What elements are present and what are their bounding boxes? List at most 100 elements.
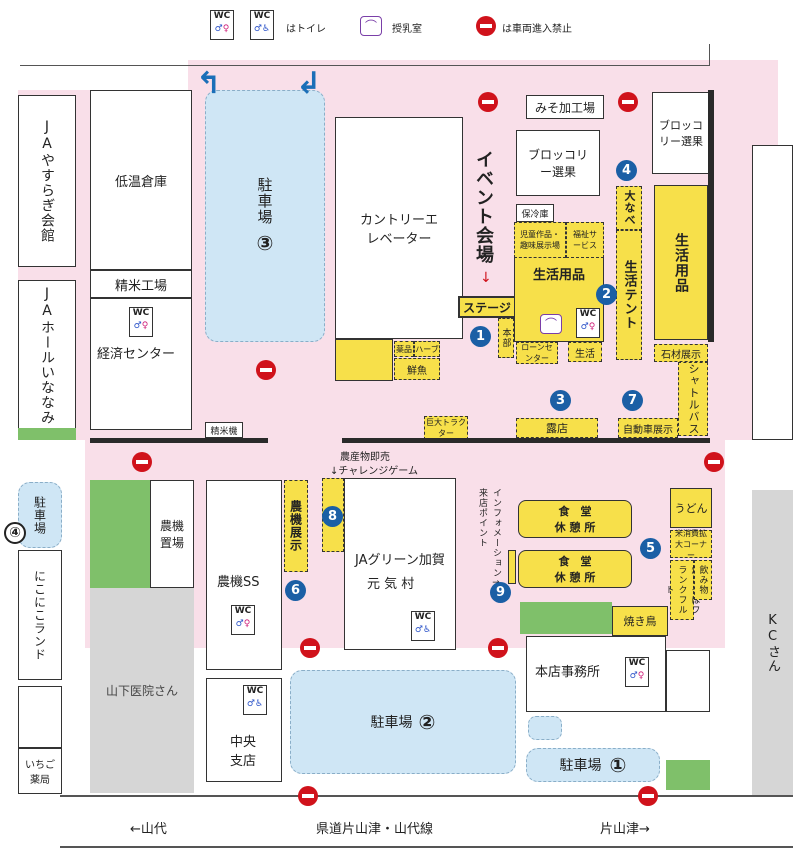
north-boundary (20, 44, 710, 66)
marker-2[interactable]: 2 (596, 284, 617, 305)
low-temp-warehouse: 低温倉庫 (90, 90, 192, 270)
toilet-icon: WC♂♀ (210, 10, 234, 40)
arrow-left-icon: ↲ (296, 66, 322, 101)
toilet-icon: WC♂♀ (231, 605, 255, 635)
udon: うどん (670, 488, 712, 528)
no-entry-icon (478, 92, 498, 112)
road-main-label: 県道片山津・山代線 (316, 822, 434, 837)
south-road-line (60, 846, 793, 848)
ja-hall-inanami: JAホールいななみ (18, 280, 76, 430)
yamashita-clinic: 山下医院さん (90, 588, 194, 793)
yakitori: 焼き鳥 (612, 606, 668, 636)
marker-4[interactable]: 4 (616, 160, 637, 181)
economic-center-label: 経済センター (97, 347, 176, 362)
ja-green-kaga: JAグリーン加賀 元 気 村 WC♂♿ (344, 478, 456, 650)
toilet-icon: WC♂♀ (625, 657, 649, 687)
green-strip (18, 428, 76, 440)
road-west-label: ←山代 (130, 822, 167, 837)
genki-mura-label: 元 気 村 (367, 577, 415, 592)
living-goods-east: 生活用品 (654, 185, 708, 340)
nikoniko-land: にこにこランド (18, 550, 62, 680)
road-edge-north (90, 438, 268, 443)
no-entry-icon (476, 16, 496, 36)
toilet-icon: WC♂♀ (576, 308, 600, 338)
herb-label: ハーブ (414, 341, 440, 357)
legend-no-entry-label: は車両進入禁止 (502, 24, 572, 35)
event-venue-label: イベント会場 (473, 150, 494, 264)
ichigo-pharmacy: いちご薬局 (18, 748, 62, 794)
no-entry-icon (298, 786, 318, 806)
green-area (90, 480, 150, 588)
raiten-label: 来店ポイント (477, 488, 487, 548)
fresh-fish-booth: 鮮魚 (394, 358, 440, 380)
rice-mill: 精米工場 (90, 270, 192, 298)
wall (708, 90, 714, 342)
street-stalls: 露店 (516, 418, 598, 438)
medicine-label: 薬品 (394, 341, 414, 357)
stone-exhibit: 石材展示 (654, 344, 708, 362)
headquarters: 本部 (498, 318, 514, 358)
no-entry-icon (618, 92, 638, 112)
marker-6[interactable]: 6 (285, 580, 306, 601)
small-parking (528, 716, 562, 740)
kc-store: KCさん (752, 490, 793, 795)
no-entry-icon (638, 786, 658, 806)
giant-tractor: 巨大トラクター (424, 416, 468, 440)
marker-9[interactable]: 9 (490, 582, 511, 603)
marker-3[interactable]: 3 (550, 390, 571, 411)
stage: ステージ (458, 296, 516, 318)
green-area (520, 602, 612, 634)
southwest-building (18, 686, 62, 748)
yakisoba: 焼きそばフランクフルト (664, 560, 700, 620)
road-east-label: 片山津→ (600, 822, 650, 837)
info-label: インフォメーション→ (491, 488, 501, 589)
ja-yasuragi-hall: JAやすらぎ会館 (18, 95, 76, 267)
broccoli-sorting-2: ブロッコリー選果 (652, 92, 710, 174)
country-elevator: カントリーエレベーター (335, 117, 463, 339)
dining-rest-1: 食 堂休 憩 所 (518, 500, 632, 538)
farm-machine-exhibit: 農機展示 (284, 480, 308, 572)
no-entry-icon (132, 452, 152, 472)
miso-plant: みそ加工場 (526, 95, 604, 119)
marker-1[interactable]: 1 (470, 326, 491, 347)
challenge-game-label: ↓チャレンジゲーム (330, 466, 418, 477)
toilet-icon: WC♂♀ (129, 307, 153, 337)
no-entry-icon (704, 452, 724, 472)
parking-1: 駐車場 ① (526, 748, 660, 782)
welfare-service: 福祉サービス (566, 222, 604, 258)
parking-4: 駐車場 (18, 482, 62, 548)
no-entry-icon (488, 638, 508, 658)
dining-rest-2: 食 堂休 憩 所 (518, 550, 632, 588)
head-office: 本店事務所 WC♂♀ (526, 636, 666, 712)
no-entry-icon (256, 360, 276, 380)
nursing-icon: ⌒ (360, 16, 382, 36)
annex (666, 650, 710, 712)
info-booth (508, 550, 516, 584)
head-office-label: 本店事務所 (535, 665, 601, 680)
loan-center: ローンセンター (516, 342, 558, 364)
marker-5[interactable]: 5 (640, 538, 661, 559)
parking-4-number: ④ (4, 522, 26, 544)
medicine-booth (335, 339, 393, 381)
legend-toilet-label: はトイレ (286, 24, 326, 35)
drinks: 飲み物 (694, 560, 712, 600)
shuttle-bus: シャトルバス (678, 362, 708, 436)
parking-3: 駐車場 ③ (205, 90, 325, 342)
rice-polisher: 精米機 (205, 422, 243, 438)
chuo-branch-label: 中央支店 (229, 735, 256, 769)
south-road-line (60, 795, 793, 797)
east-building-top (752, 145, 793, 440)
children-art-exhibit: 児童作品・趣味展示場 (514, 222, 566, 258)
nursing-icon: ⌒ (540, 314, 562, 334)
rice-corner: 米消費拡大コーナー (670, 529, 712, 560)
living-booth: 生活 (568, 342, 602, 362)
car-exhibit: 自動車展示 (618, 418, 678, 438)
marker-8[interactable]: 8 (322, 506, 343, 527)
road-edge-north-east (342, 438, 710, 443)
marker-7[interactable]: 7 (622, 390, 643, 411)
parking-2: 駐車場 ② (290, 670, 516, 774)
living-tent: 生活テント (616, 230, 642, 360)
green-area (666, 760, 710, 790)
produce-sale-label: 農産物即売 (340, 452, 390, 463)
farm-machine-ss: 農機SS WC♂♀ (206, 480, 282, 670)
